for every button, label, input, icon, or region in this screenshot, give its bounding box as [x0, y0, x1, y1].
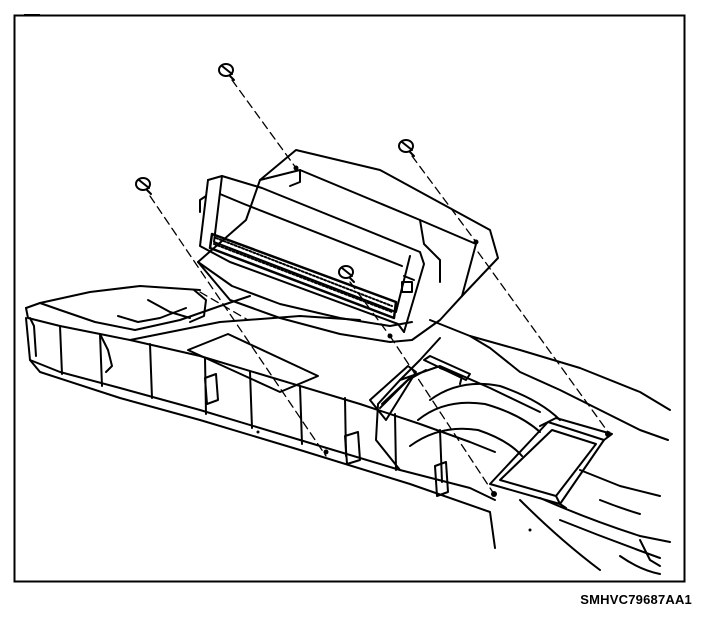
leader-line-4 — [349, 281, 391, 337]
screw-right — [398, 139, 415, 157]
filter-housing — [199, 175, 425, 333]
floor-opening — [187, 333, 319, 393]
floor-tunnel-right — [375, 319, 671, 575]
leader-line-1 — [231, 79, 297, 169]
screw-center — [338, 265, 355, 283]
mount-holes — [256, 165, 611, 532]
leader-lines — [149, 79, 609, 495]
leader-line-7 — [199, 291, 249, 321]
floor-console-body — [25, 285, 496, 549]
filter-clip — [401, 281, 413, 293]
leader-line-5 — [389, 335, 495, 495]
figure-caption: SMHVC79687AA1 — [580, 592, 692, 607]
filter-mesh — [208, 232, 398, 320]
leader-line-3 — [149, 195, 327, 457]
mounting-bracket-right — [369, 355, 613, 509]
leader-line-6 — [477, 251, 609, 433]
leader-line-2 — [411, 155, 477, 243]
screw-left — [135, 177, 152, 195]
screw-top — [218, 63, 235, 81]
cover-panel — [197, 149, 499, 343]
diagram-border — [13, 14, 686, 583]
